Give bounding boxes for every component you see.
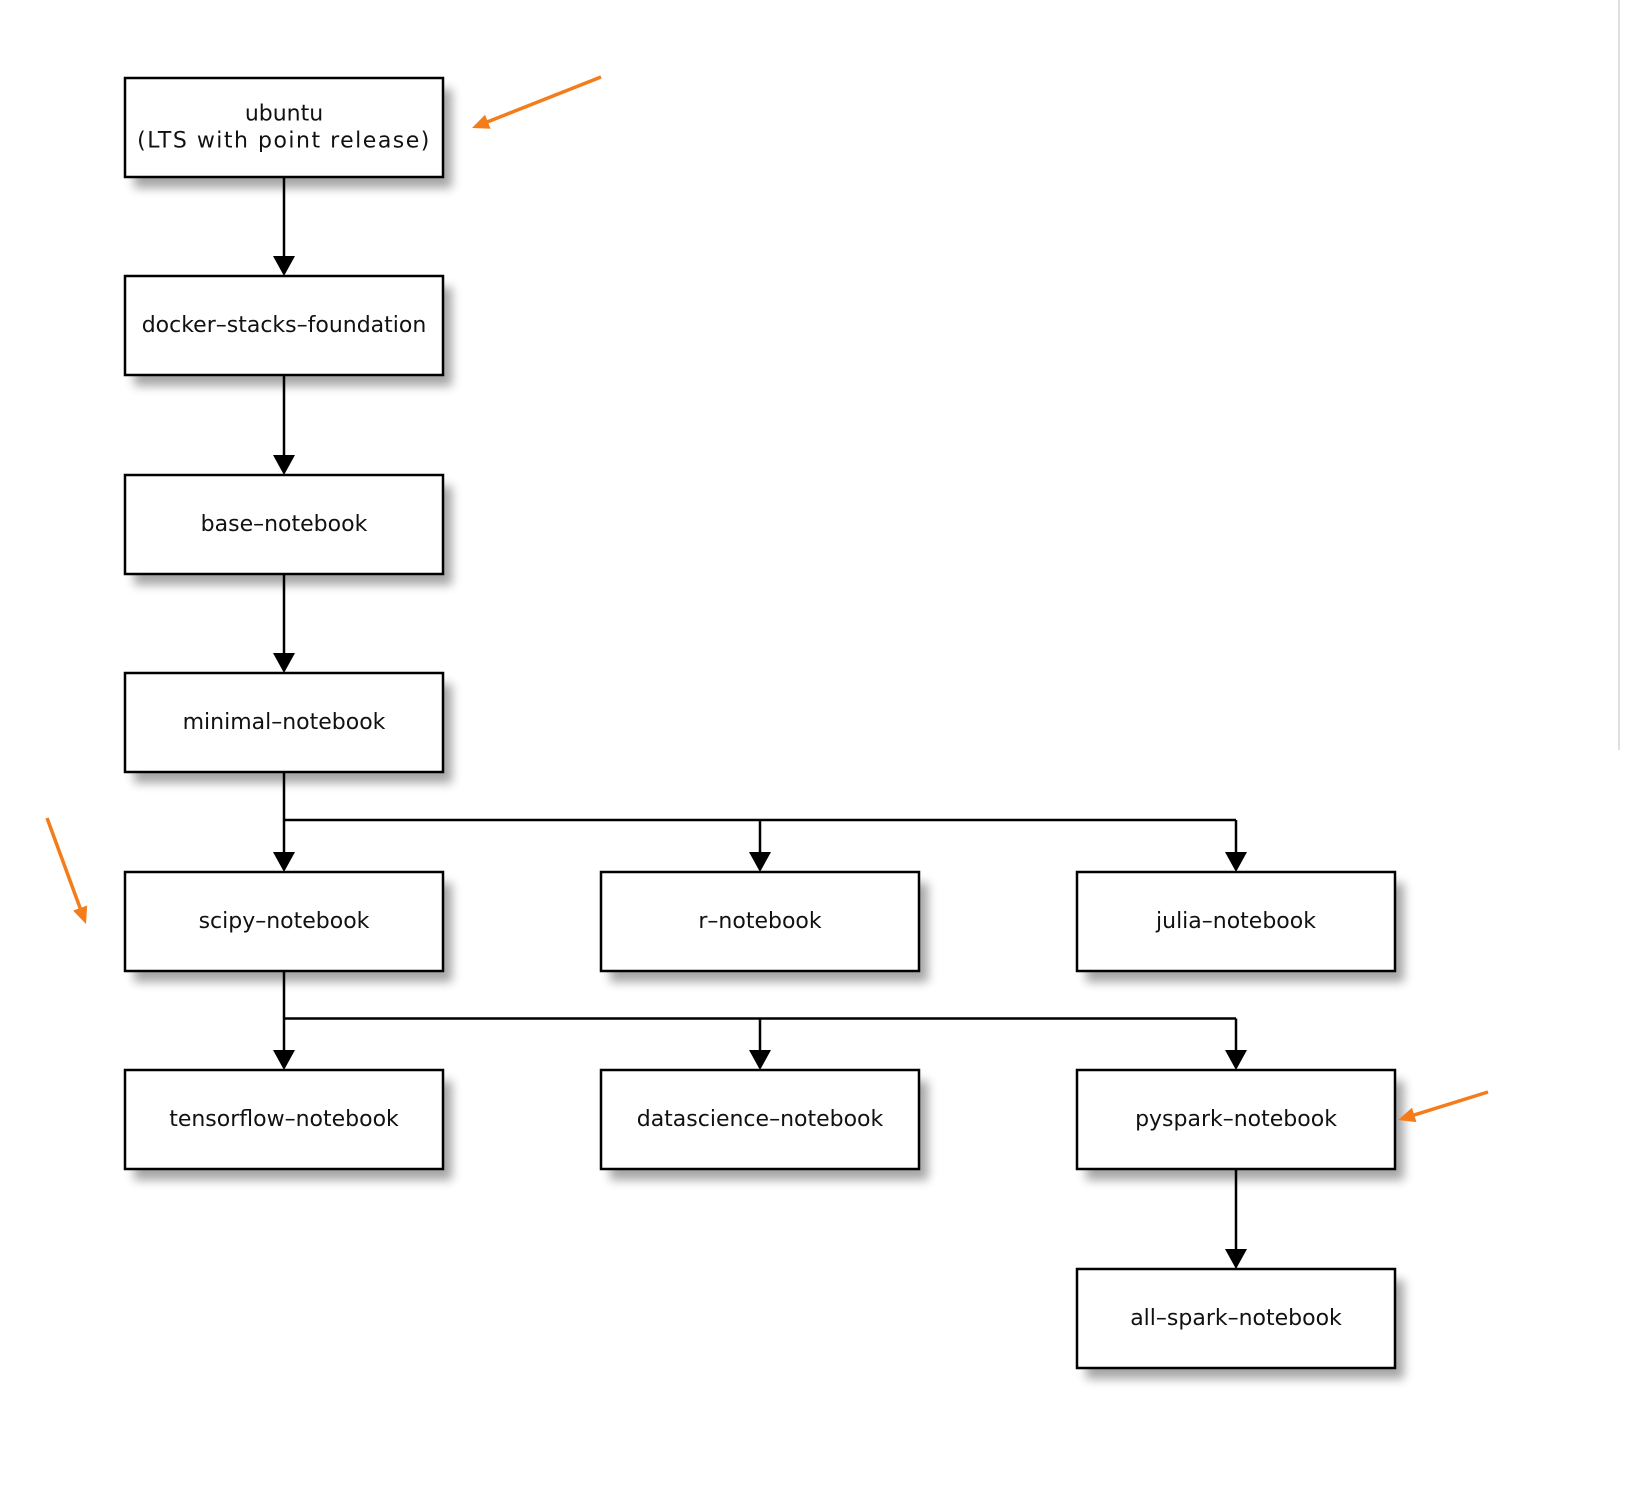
arrowhead-tensorflow-notebook xyxy=(273,1050,295,1070)
node-box-base-notebook xyxy=(123,473,445,576)
node-label-julia-notebook: julia–notebook xyxy=(1155,909,1316,934)
node-datascience-notebook: datascience–notebook xyxy=(599,1068,921,1171)
node-pyspark-notebook: pyspark–notebook xyxy=(1075,1068,1397,1171)
node-box-ubuntu xyxy=(123,76,445,179)
node-label-pyspark-notebook: pyspark–notebook xyxy=(1135,1107,1337,1132)
node-all-spark-notebook: all–spark–notebook xyxy=(1075,1267,1397,1370)
arrowhead-pyspark-notebook xyxy=(1225,1050,1247,1070)
node-label-docker-stacks-foundation: docker–stacks–foundation xyxy=(142,313,427,338)
callout-arrow-pyspark-notebook xyxy=(1411,1090,1489,1118)
node-tensorflow-notebook: tensorflow–notebook xyxy=(123,1068,445,1171)
node-box-scipy-notebook xyxy=(123,870,445,973)
arrowhead-julia-notebook xyxy=(1225,852,1247,872)
arrowhead-base-notebook xyxy=(273,455,295,475)
node-box-julia-notebook xyxy=(1075,870,1397,973)
callout-arrow-ubuntu xyxy=(485,75,602,125)
nodes: ubuntu(LTS with point release) docker–sta… xyxy=(123,76,1397,1370)
node-label-r-notebook: r–notebook xyxy=(698,909,821,934)
node-box-minimal-notebook xyxy=(123,671,445,774)
node-label-ubuntu-line-1: (LTS with point release) xyxy=(137,129,431,154)
node-label-minimal-notebook: minimal–notebook xyxy=(183,710,386,735)
node-r-notebook: r–notebook xyxy=(599,870,921,973)
node-docker-stacks-foundation: docker–stacks–foundation xyxy=(123,274,445,377)
node-base-notebook: base–notebook xyxy=(123,473,445,576)
callout-arrowhead-ubuntu xyxy=(472,114,491,129)
callout-arrow-scipy-notebook xyxy=(45,817,83,911)
node-label-datascience-notebook: datascience–notebook xyxy=(637,1107,884,1132)
arrowhead-docker-stacks-foundation xyxy=(273,256,295,276)
edges xyxy=(273,177,1247,1269)
node-label-scipy-notebook: scipy–notebook xyxy=(199,909,370,934)
node-label-base-notebook: base–notebook xyxy=(201,512,368,537)
node-label-tensorflow-notebook: tensorflow–notebook xyxy=(169,1107,399,1132)
node-box-docker-stacks-foundation xyxy=(123,274,445,377)
node-box-all-spark-notebook xyxy=(1075,1267,1397,1370)
node-julia-notebook: julia–notebook xyxy=(1075,870,1397,973)
node-minimal-notebook: minimal–notebook xyxy=(123,671,445,774)
callout-arrowhead-scipy-notebook xyxy=(73,905,88,924)
arrowhead-minimal-notebook xyxy=(273,653,295,673)
arrowhead-r-notebook xyxy=(749,852,771,872)
node-ubuntu: ubuntu(LTS with point release) xyxy=(123,76,445,179)
node-label-ubuntu-line-0: ubuntu xyxy=(245,102,323,127)
node-box-pyspark-notebook xyxy=(1075,1068,1397,1171)
arrowhead-all-spark-notebook xyxy=(1225,1249,1247,1269)
arrowhead-datascience-notebook xyxy=(749,1050,771,1070)
node-label-all-spark-notebook: all–spark–notebook xyxy=(1130,1306,1342,1331)
arrowhead-scipy-notebook xyxy=(273,852,295,872)
node-box-r-notebook xyxy=(599,870,921,973)
node-scipy-notebook: scipy–notebook xyxy=(123,870,445,973)
node-box-tensorflow-notebook xyxy=(123,1068,445,1171)
node-box-datascience-notebook xyxy=(599,1068,921,1171)
callout-arrows xyxy=(45,75,1489,1123)
callout-arrowhead-pyspark-notebook xyxy=(1398,1107,1417,1123)
